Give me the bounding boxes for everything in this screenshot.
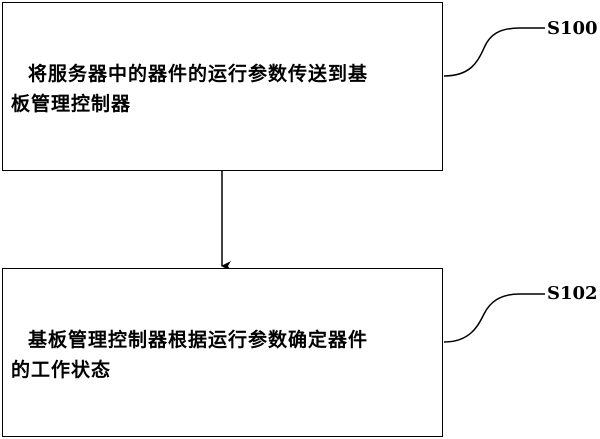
step-2-text-line-2: 的工作状态 <box>11 359 112 381</box>
step-1-text-line-1: 将服务器中的器件的运行参数传送到基 <box>28 63 369 85</box>
step-label-s100: S100 <box>547 18 598 39</box>
process-box-step-2: 基板管理控制器根据运行参数确定器件 的工作状态 <box>2 268 443 437</box>
process-box-step-1: 将服务器中的器件的运行参数传送到基 板管理控制器 <box>2 2 443 171</box>
leader-curve-s100 <box>443 27 545 77</box>
step-2-text-line-1: 基板管理控制器根据运行参数确定器件 <box>28 329 369 351</box>
leader-curve-s102 <box>443 293 545 343</box>
step-1-text-line-2: 板管理控制器 <box>11 93 132 115</box>
step-label-s102: S102 <box>547 283 598 304</box>
